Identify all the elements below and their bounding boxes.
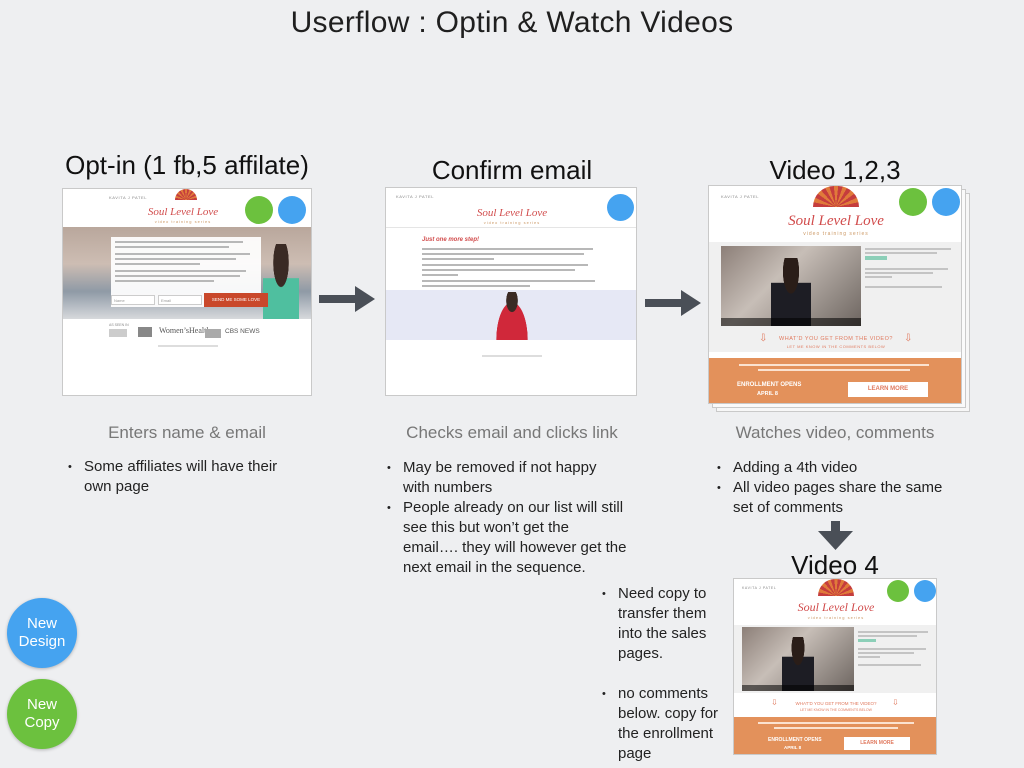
video-controls[interactable]: [721, 318, 861, 326]
brand-logo: Soul Level Love: [788, 213, 884, 229]
learn-more-button[interactable]: LEARN MORE: [848, 382, 928, 397]
confirm-email-page-thumbnail[interactable]: KAVITA J PATEL Soul Level Love video tra…: [385, 187, 637, 396]
video-prompt: LET ME KNOW IN THE COMMENTS BELOW: [800, 708, 872, 712]
confirm-body-text: [422, 248, 602, 290]
video-4-notes: Need copy to transfer them into the sale…: [602, 584, 722, 764]
author-name: KAVITA J PATEL: [742, 586, 777, 590]
optin-page-thumbnail[interactable]: KAVITA J PATEL Soul Level Love video tra…: [62, 188, 312, 396]
legend-new-copy: New Copy: [7, 679, 77, 749]
step-caption-videos: Watches video, comments: [735, 423, 935, 442]
legend-new-copy-label: New Copy: [24, 696, 60, 731]
video-player[interactable]: [721, 246, 861, 326]
note-item: May be removed if not happy with numbers: [387, 458, 627, 498]
video-4-page-thumbnail[interactable]: KAVITA J PATEL Soul Level Love video tra…: [733, 578, 937, 755]
series-tagline: video training series: [483, 220, 541, 225]
press-logo-1: [109, 329, 127, 337]
footer-line: [482, 355, 542, 357]
video-question: WHAT’D YOU GET FROM THE VIDEO?: [779, 336, 893, 342]
host-photo: [492, 292, 532, 340]
enrollment-date: APRIL 8: [757, 391, 778, 397]
series-tagline: video training series: [807, 615, 865, 620]
new-design-dot: [932, 188, 960, 216]
optin-name-field[interactable]: Name: [111, 295, 155, 305]
new-copy-dot: [245, 196, 273, 224]
brand-logo: Soul Level Love: [476, 207, 548, 219]
video-page-thumbnail[interactable]: KAVITA J PATEL Soul Level Love video tra…: [708, 185, 962, 404]
new-copy-dot: [899, 188, 927, 216]
legend-new-design-label: New Design: [18, 615, 66, 650]
arrow-down-icon: ⇩: [892, 698, 899, 707]
press-logo-cbs: CBS NEWS: [225, 328, 260, 335]
series-tagline: video training series: [154, 219, 212, 224]
footer-line: [158, 345, 218, 347]
note-item: All video pages share the same set of co…: [717, 478, 962, 518]
optin-submit-button[interactable]: SEND ME SOME LOVE: [204, 293, 268, 307]
arrow-down-icon: ⇩: [759, 333, 768, 344]
step-title-optin: Opt-in (1 fb,5 affilate): [65, 150, 309, 180]
video-controls[interactable]: [742, 685, 854, 691]
note-item: no comments below. copy for the enrollme…: [602, 684, 722, 764]
legend-new-design: New Design: [7, 598, 77, 668]
host-photo: [782, 637, 814, 691]
page-title: Userflow : Optin & Watch Videos: [290, 6, 734, 39]
series-tagline: video training series: [803, 231, 869, 237]
enrollment-band: ENROLLMENT OPENS APRIL 8 LEARN MORE: [709, 358, 961, 403]
confirm-notes: May be removed if not happy with numbers…: [387, 458, 627, 578]
step-caption-optin: Enters name & email: [108, 423, 266, 442]
note-item: People already on our list will still se…: [387, 498, 627, 578]
step-title-videos: Video 1,2,3: [769, 155, 901, 185]
author-name: KAVITA J PATEL: [721, 194, 760, 199]
host-photo: [263, 244, 299, 319]
enrollment-band: ENROLLMENT OPENS APRIL 8 LEARN MORE: [734, 717, 936, 754]
new-design-dot: [278, 196, 306, 224]
brand-logo: Soul Level Love: [797, 600, 875, 614]
arrow-down-icon: ⇩: [771, 698, 778, 707]
brand-logo: Soul Level Love: [147, 206, 219, 218]
mandala-logo-icon: [175, 189, 197, 200]
new-copy-dot: [887, 580, 909, 602]
host-photo: [771, 258, 811, 326]
note-item: Need copy to transfer them into the sale…: [602, 584, 722, 664]
press-logo-2: [138, 327, 152, 337]
enrollment-label: ENROLLMENT OPENS: [768, 737, 822, 743]
arrow-right-icon: [319, 286, 375, 312]
step-title-confirm-email: Confirm email: [431, 155, 593, 185]
video-notes: Adding a 4th video All video pages share…: [717, 458, 962, 518]
mandala-logo-icon: [813, 186, 859, 207]
note-item: Adding a 4th video: [717, 458, 962, 478]
arrow-right-icon: [645, 290, 701, 316]
new-design-dot: [607, 194, 634, 221]
author-name: KAVITA J PATEL: [109, 195, 148, 200]
arrow-down-icon: ⇩: [904, 333, 913, 344]
video-question: WHAT’D YOU GET FROM THE VIDEO?: [795, 701, 877, 706]
author-name: KAVITA J PATEL: [396, 194, 435, 199]
step-title-video-4: Video 4: [791, 550, 879, 580]
learn-more-button[interactable]: LEARN MORE: [844, 737, 910, 750]
step-caption-confirm-email: Checks email and clicks link: [406, 423, 618, 442]
confirm-heading: Just one more step!: [422, 237, 480, 243]
new-design-dot: [914, 580, 936, 602]
enrollment-label: ENROLLMENT OPENS: [737, 382, 802, 388]
note-item: Some affiliates will have their own page: [68, 457, 308, 497]
press-logo-3: [205, 329, 221, 338]
arrow-down-icon: [818, 521, 853, 550]
video-playlist[interactable]: [865, 248, 955, 290]
optin-email-field[interactable]: Email: [158, 295, 202, 305]
mandala-logo-icon: [818, 579, 854, 596]
enrollment-date: APRIL 8: [784, 745, 802, 750]
as-seen-in-label: AS SEEN IN: [109, 323, 129, 327]
video-player[interactable]: [742, 627, 854, 691]
video-prompt: LET ME KNOW IN THE COMMENTS BELOW: [786, 344, 886, 349]
video-playlist[interactable]: [858, 631, 932, 668]
optin-notes: Some affiliates will have their own page: [68, 457, 308, 497]
press-logo-womens-health: Women’sHealth: [159, 326, 211, 335]
